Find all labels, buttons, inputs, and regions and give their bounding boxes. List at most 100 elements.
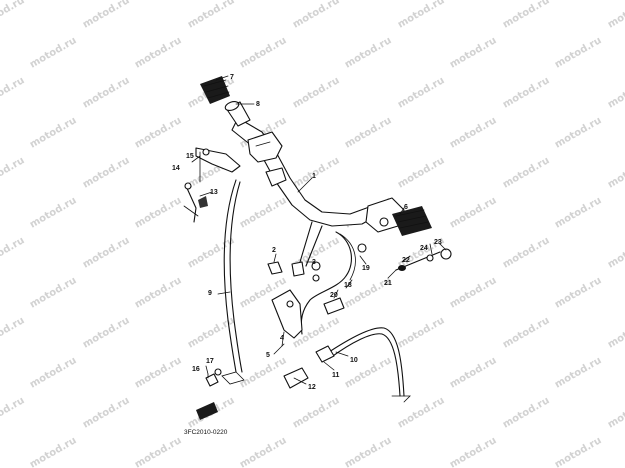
watermark-text: motod.ru — [186, 235, 236, 271]
watermark-text: motod.ru — [343, 35, 393, 71]
callout-11: 11 — [332, 372, 340, 379]
watermark-text: motod.ru — [501, 235, 551, 271]
left-grip — [200, 76, 230, 104]
watermark-text: motod.ru — [291, 155, 341, 191]
watermark-text: motod.ru — [81, 395, 131, 431]
watermark-text: motod.ru — [28, 35, 78, 71]
watermark-text: motod.ru — [448, 115, 498, 151]
callout-8: 8 — [256, 101, 260, 108]
callout-9: 9 — [208, 290, 212, 297]
watermark-text: motod.ru — [606, 395, 625, 431]
callout-6: 6 — [404, 204, 408, 211]
watermark-text: motod.ru — [28, 195, 78, 231]
watermark-text: motod.ru — [553, 435, 603, 468]
watermark-text: motod.ru — [448, 275, 498, 311]
watermark-text: motod.ru — [448, 35, 498, 71]
callouts: 7 8 1 2 3 4 5 6 9 10 11 12 13 14 15 16 1… — [172, 74, 442, 391]
watermark-text: motod.ru — [501, 75, 551, 111]
watermark-text: motod.ru — [553, 115, 603, 151]
watermark-text: motod.ru — [606, 155, 625, 191]
watermark-text: motod.ru — [396, 395, 446, 431]
watermark-text: motod.ru — [553, 35, 603, 71]
callout-23: 23 — [434, 239, 442, 246]
throttle-cable — [221, 179, 245, 385]
callout-22: 22 — [402, 257, 410, 264]
callout-15: 15 — [186, 153, 194, 160]
callout-21: 21 — [384, 280, 392, 287]
watermark-text: motod.ru — [343, 435, 393, 468]
watermark-text: motod.ru — [606, 315, 625, 351]
watermark-text: motod.ru — [396, 315, 446, 351]
right-grip — [392, 206, 432, 236]
watermark-text: motod.ru — [0, 315, 26, 351]
watermark-text: motod.ru — [133, 115, 183, 151]
watermark-text: motod.ru — [448, 355, 498, 391]
watermark-text: motod.ru — [81, 235, 131, 271]
watermark-text: motod.ru — [396, 0, 446, 31]
watermark-text: motod.ru — [553, 195, 603, 231]
watermark-text: motod.ru — [606, 235, 625, 271]
watermark-text: motod.ru — [238, 195, 288, 231]
bracket — [271, 289, 303, 339]
watermark-text: motod.ru — [291, 75, 341, 111]
watermark-text: motod.ru — [186, 0, 236, 31]
watermark-text: motod.ru — [28, 115, 78, 151]
watermark-text: motod.ru — [0, 75, 26, 111]
front-arrow-icon — [196, 402, 218, 420]
watermark-text: motod.ru — [553, 275, 603, 311]
watermark-text: motod.ru — [501, 0, 551, 31]
watermark-text: motod.ru — [448, 195, 498, 231]
callout-16: 16 — [192, 366, 200, 373]
watermark-text: motod.ru — [606, 75, 625, 111]
leader-lines — [191, 75, 447, 385]
watermark-text: motod.ru — [81, 315, 131, 351]
watermark-text: motod.ru — [28, 435, 78, 468]
watermark-text: motod.ru — [396, 155, 446, 191]
watermark-text: motod.ru — [396, 75, 446, 111]
callout-19: 19 — [362, 265, 370, 272]
grip-sleeve — [224, 100, 251, 127]
watermark-text: motod.ru — [81, 0, 131, 31]
watermark-text: motod.ru — [81, 155, 131, 191]
callout-12: 12 — [308, 384, 316, 391]
callout-24: 24 — [420, 245, 428, 252]
watermark-text: motod.ru — [133, 435, 183, 468]
callout-13: 13 — [210, 189, 218, 196]
callout-7: 7 — [230, 74, 234, 81]
callout-5: 5 — [266, 352, 270, 359]
watermark-text: motod.ru — [186, 315, 236, 351]
watermark-text: motod.ru — [501, 155, 551, 191]
watermark-text: motod.ru — [0, 155, 26, 191]
watermark-text: motod.ru — [291, 0, 341, 31]
watermark-text: motod.ru — [343, 115, 393, 151]
callout-14: 14 — [172, 165, 180, 172]
watermark-text: motod.ru — [28, 355, 78, 391]
watermark-text: motod.ru — [238, 435, 288, 468]
callout-1: 1 — [312, 173, 316, 180]
watermark-text: motod.ru — [0, 235, 26, 271]
watermark-text: motod.ru — [133, 35, 183, 71]
watermark-text: motod.ru — [133, 355, 183, 391]
callout-3: 3 — [312, 259, 316, 266]
callout-18: 18 — [344, 282, 352, 289]
watermark-text: motod.ru — [501, 315, 551, 351]
watermark-text: motod.ru — [28, 275, 78, 311]
watermark-text: motod.ru — [291, 395, 341, 431]
watermark-text: motod.ru — [448, 435, 498, 468]
brake-cable — [325, 327, 411, 403]
watermark-text: motod.ru — [238, 355, 288, 391]
watermark-text: motod.ru — [133, 195, 183, 231]
watermark-text: motod.ru — [501, 395, 551, 431]
callout-20: 20 — [330, 292, 338, 299]
callout-10: 10 — [350, 357, 358, 364]
watermark-text: motod.ru — [133, 275, 183, 311]
callout-2: 2 — [272, 247, 276, 254]
callout-4: 4 — [280, 335, 284, 342]
drawing-code: 3FC2010-0220 — [184, 429, 228, 436]
callout-17: 17 — [206, 358, 214, 365]
watermark-text: motod.ru — [606, 0, 625, 31]
watermark-text: motod.ru — [238, 35, 288, 71]
